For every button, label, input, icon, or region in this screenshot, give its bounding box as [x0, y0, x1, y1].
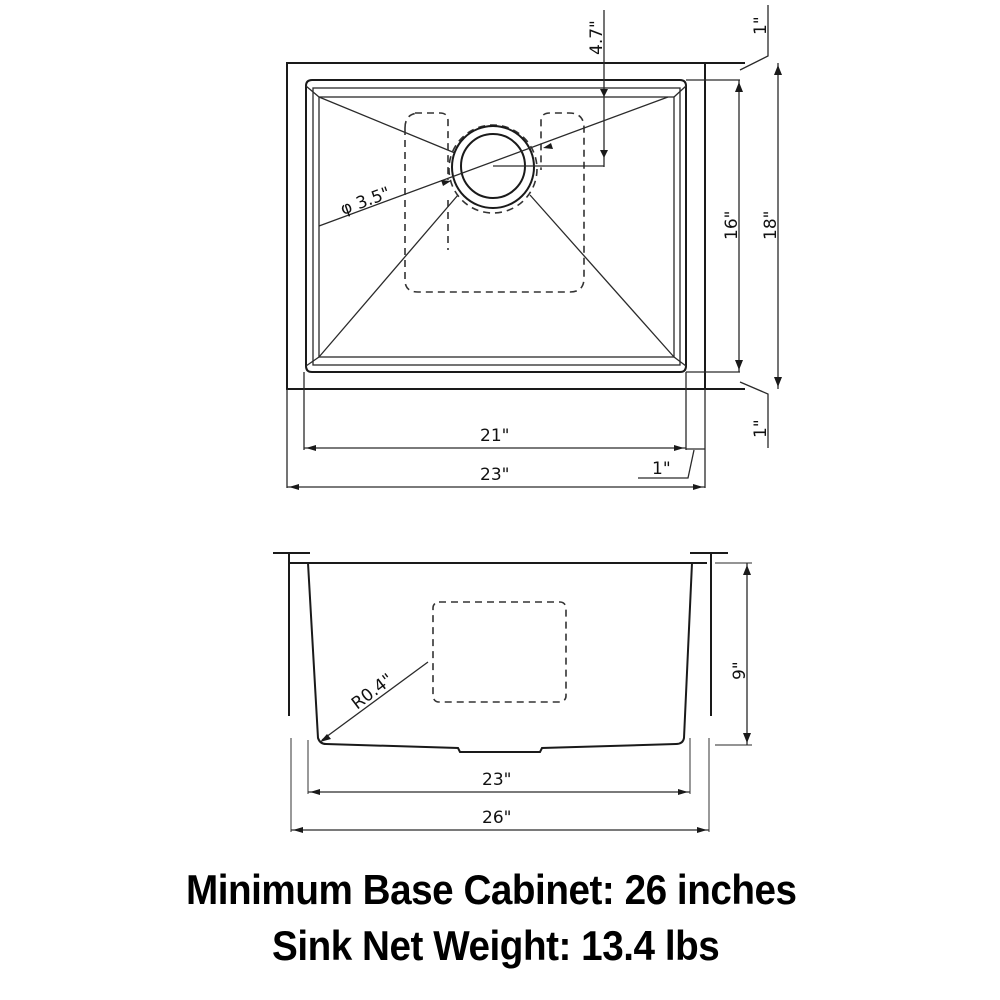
drain-offset-label: 4.7": [587, 20, 607, 55]
min-cabinet-spec: Minimum Base Cabinet: 26 inches: [186, 866, 797, 913]
top-view: φ 3.5" 4.7" 1" 16" 18" 1" 21": [286, 5, 782, 490]
rim-top-label: 1": [751, 16, 771, 35]
corner-radius-label: R0.4": [348, 670, 397, 714]
drain-flange: [451, 125, 535, 209]
bowl-outline: [305, 79, 687, 373]
bowl-profile: [307, 562, 693, 753]
outer-flange-outline: [286, 62, 706, 390]
side-view: R0.4" 9" 23" 26": [273, 552, 752, 833]
rim-bottom-label: 1": [751, 419, 771, 438]
overall-width-label: 26": [482, 808, 511, 828]
bowl-inner-outline: [318, 96, 675, 358]
net-weight-spec: Sink Net Weight: 13.4 lbs: [272, 922, 720, 969]
bottom-width-label: 23": [482, 770, 511, 790]
inner-width-label: 21": [480, 426, 509, 446]
outer-width-label: 23": [480, 465, 509, 485]
bottom-grid-outline: [404, 112, 585, 293]
side-grid-outline: [432, 601, 567, 703]
drain-diameter-label: φ 3.5": [338, 183, 393, 219]
inner-depth-label: 16": [722, 211, 742, 240]
drain-outer-dashed: [448, 124, 538, 214]
height-label: 9": [730, 661, 750, 680]
rim-side-label: 1": [652, 459, 671, 479]
outer-depth-label: 18": [761, 211, 781, 240]
